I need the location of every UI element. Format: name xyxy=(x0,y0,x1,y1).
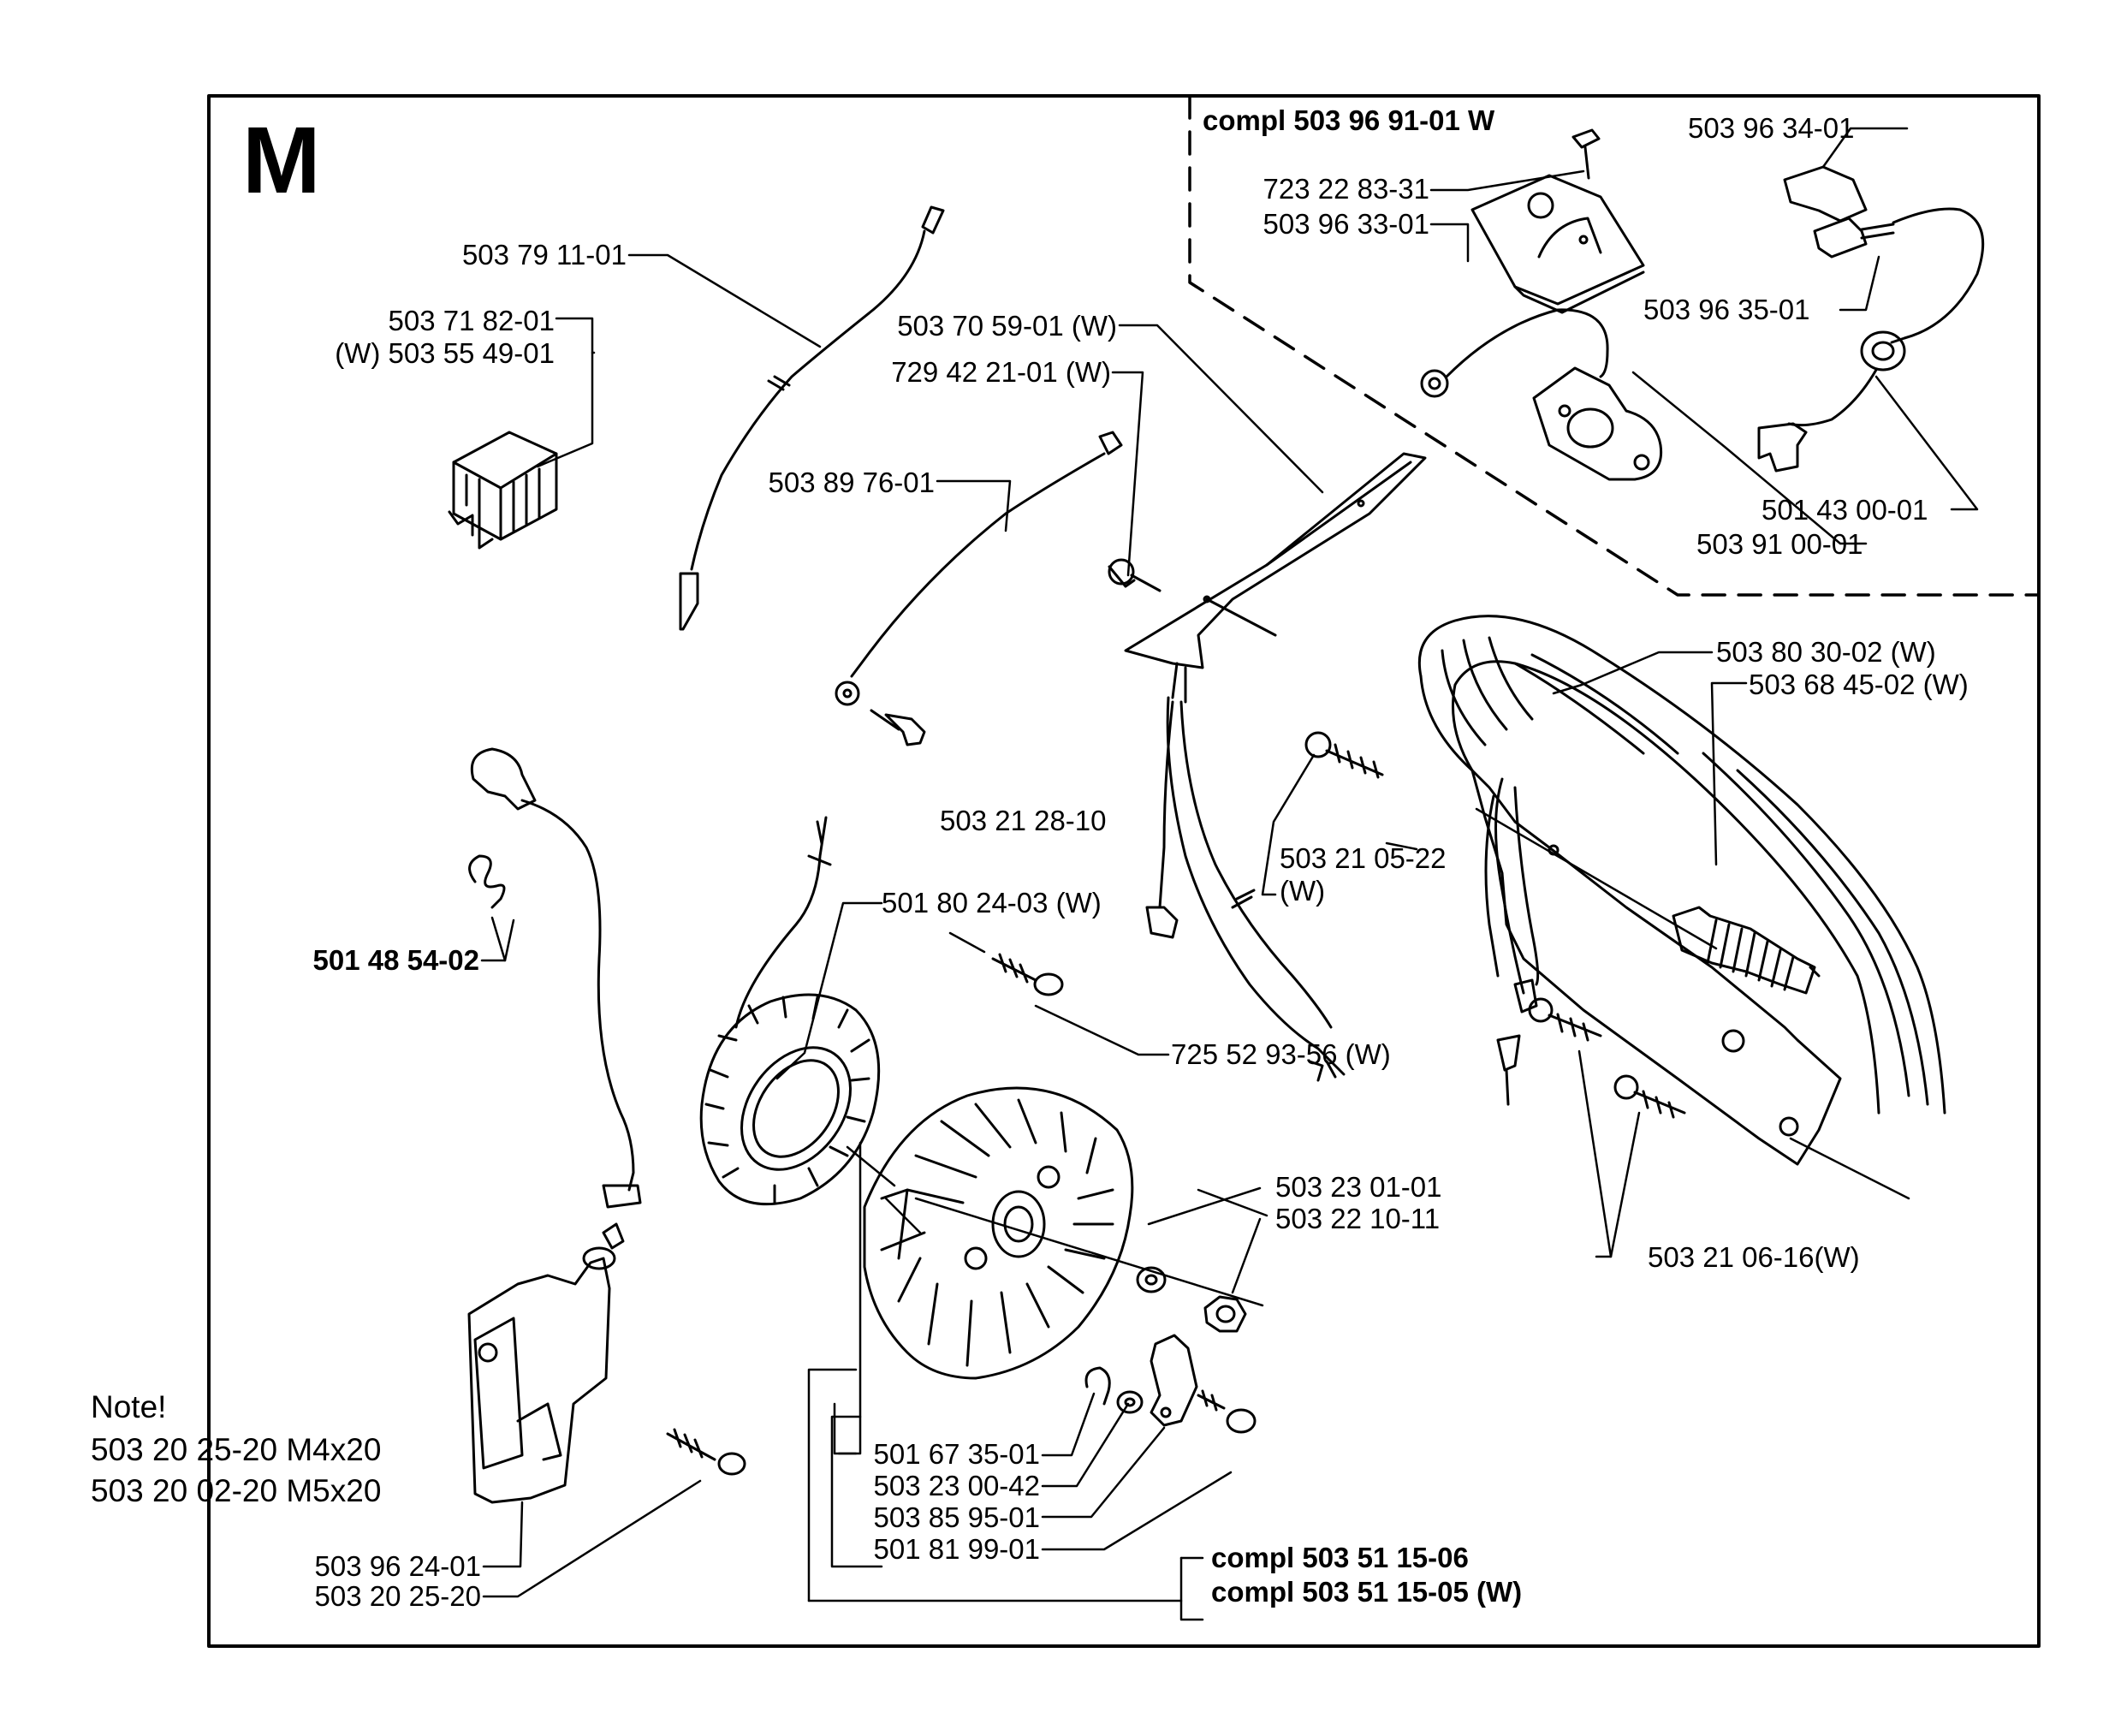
label-handle-screw-a-w: (W) xyxy=(1280,875,1326,907)
bracket xyxy=(1124,452,1427,1082)
pawl-spring xyxy=(1084,1366,1111,1406)
label-plate-screw: 723 22 83-31 xyxy=(1262,173,1429,205)
ignition-module xyxy=(467,1222,625,1504)
label-handle-screw-b: 503 21 06-16(W) xyxy=(1648,1241,1860,1273)
nut xyxy=(1203,1295,1247,1333)
handle-screw-low xyxy=(1613,1074,1686,1119)
short-wire xyxy=(679,205,945,631)
heater-element xyxy=(1757,165,1985,473)
pawl-washer xyxy=(1116,1390,1144,1414)
label-grommet: 501 43 00-01 xyxy=(1762,494,1928,526)
kit-dashed-boundary xyxy=(1188,94,2041,597)
label-plate: 503 96 33-01 xyxy=(1262,208,1429,240)
kit-flywheel-label: compl 503 51 15-06 xyxy=(1211,1542,1469,1573)
label-generator-screw: 725 52 93-56 (W) xyxy=(1171,1038,1391,1070)
front-handle xyxy=(1417,615,1946,1166)
label-washer: 503 23 01-01 xyxy=(1275,1171,1442,1203)
label-ignition-screw: 503 20 25-20 xyxy=(314,1580,481,1612)
label-handle: 503 80 30-02 (W) xyxy=(1716,636,1936,668)
washer xyxy=(1136,1266,1167,1293)
label-generator: 501 80 24-03 (W) xyxy=(882,887,1102,919)
pawl-screw xyxy=(1197,1389,1257,1434)
label-nut: 503 22 10-11 xyxy=(1275,1203,1441,1234)
label-heater-clip: 503 96 34-01 xyxy=(1688,112,1855,144)
generator xyxy=(699,816,881,1206)
diagram-frame xyxy=(207,94,2041,1648)
note-title: Note! xyxy=(91,1389,167,1424)
label-wire-short: 503 79 11-01 xyxy=(461,239,627,271)
section-letter: M xyxy=(242,108,321,213)
label-heater-element: 503 96 35-01 xyxy=(1643,294,1810,325)
label-ignition: 503 96 24-01 xyxy=(314,1550,481,1582)
damper-spring xyxy=(1672,906,1821,995)
spark-spring xyxy=(468,854,506,909)
label-handle-screw-a: 503 21 05-22 xyxy=(1280,842,1447,874)
label-bracket: 503 70 59-01 (W) xyxy=(897,310,1117,342)
handle-wires xyxy=(1484,777,1540,1106)
label-pawl-screw: 501 81 99-01 xyxy=(873,1533,1040,1565)
label-switch-b: (W) 503 55 49-01 xyxy=(335,337,555,369)
ignition-screw xyxy=(666,1428,746,1476)
label-ground-wire: 503 89 76-01 xyxy=(768,467,935,498)
gasket xyxy=(1420,308,1663,481)
label-pawl-spring: 501 67 35-01 xyxy=(873,1438,1040,1470)
label-switch-a: 503 71 82-01 xyxy=(388,305,555,336)
label-gasket: 503 91 00-01 xyxy=(1696,528,1863,560)
ground-wire xyxy=(835,431,1123,746)
label-bracket-screw: 729 42 21-01 (W) xyxy=(891,356,1111,388)
label-pawl-washer: 503 23 00-42 xyxy=(873,1470,1040,1501)
note-line-2: 503 20 02-20 M5x20 xyxy=(91,1473,382,1508)
kit-flywheel-label-w: compl 503 51 15-05 (W) xyxy=(1211,1576,1523,1608)
handle-screw-mid xyxy=(1528,997,1602,1042)
kit-heater-label: compl 503 96 91-01 W xyxy=(1203,104,1495,136)
flywheel xyxy=(863,1086,1134,1380)
pawl xyxy=(1150,1334,1198,1427)
bracket-screw xyxy=(1108,558,1162,592)
leader-lines xyxy=(480,127,1979,1621)
label-pawl: 503 85 95-01 xyxy=(873,1501,1040,1533)
handle-screw-top xyxy=(1304,731,1384,779)
generator-screw xyxy=(991,953,1064,996)
label-ground-screw: 503 21 28-10 xyxy=(940,805,1107,836)
stop-switch xyxy=(448,431,558,550)
label-spark-spring: 501 48 54-02 xyxy=(312,944,479,976)
label-damper: 503 68 45-02 (W) xyxy=(1749,669,1969,700)
note-line-1: 503 20 25-20 M4x20 xyxy=(91,1432,382,1467)
heater-plate xyxy=(1470,128,1645,314)
spark-plug-cap xyxy=(470,747,642,1209)
